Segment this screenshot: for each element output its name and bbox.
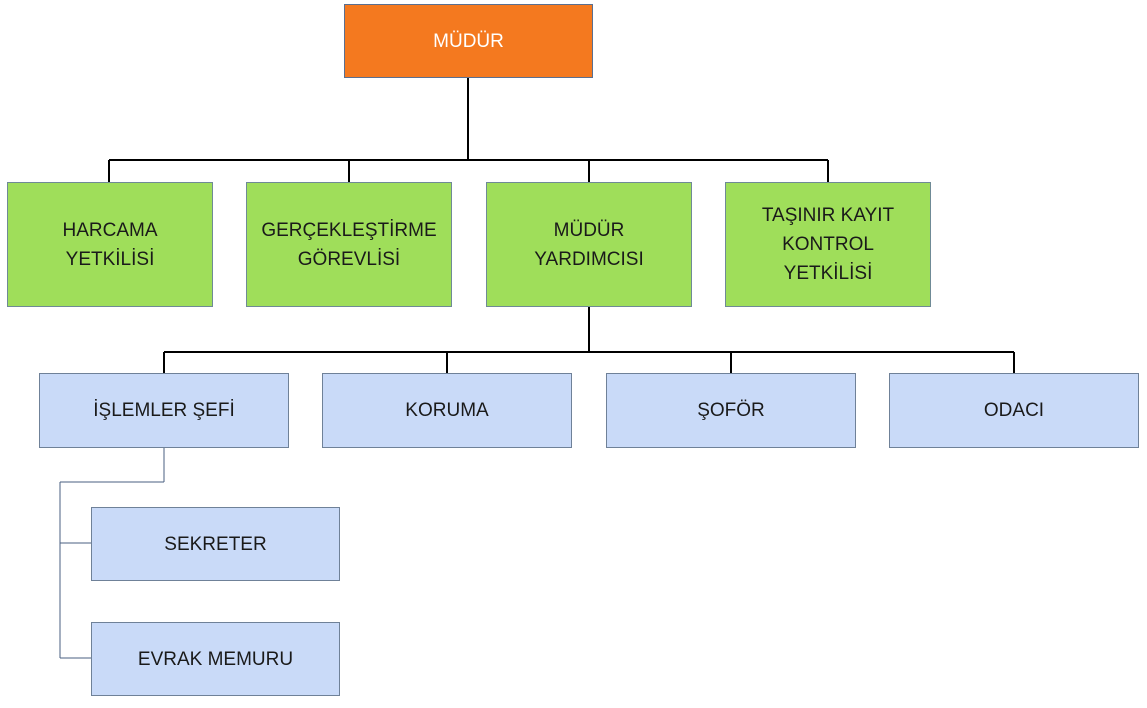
- node-label: ŞOFÖR: [697, 400, 765, 421]
- node-label-line: YETKİLİSİ: [65, 248, 155, 270]
- node-label: EVRAK MEMURU: [137, 648, 294, 670]
- node-islemler-sefi: İŞLEMLER ŞEFİ: [39, 373, 289, 448]
- node-label-line: GÖREVLİSİ: [297, 248, 401, 270]
- node-label: SEKRETER: [164, 533, 267, 555]
- node-label: MÜDÜR: [433, 30, 504, 52]
- node-tasinir-kayit-kontrol-yetkilisi: TAŞINIR KAYIT KONTROL YETKİLİSİ: [725, 182, 931, 307]
- node-mudur: MÜDÜR: [344, 4, 593, 78]
- node-gerceklestirme-gorevlisi: GERÇEKLEŞTİRME GÖREVLİSİ: [246, 182, 452, 307]
- node-label: ODACI: [983, 400, 1045, 421]
- node-label-line: GERÇEKLEŞTİRME: [261, 219, 437, 241]
- node-label-line: MÜDÜR: [553, 219, 625, 241]
- node-label-line: TAŞINIR KAYIT: [761, 205, 895, 226]
- node-label-line: YETKİLİSİ: [783, 263, 873, 284]
- node-odaci: ODACI: [889, 373, 1139, 448]
- node-sekreter: SEKRETER: [91, 507, 340, 581]
- node-label: İŞLEMLER ŞEFİ: [93, 400, 235, 421]
- node-label-line: YARDIMCISI: [534, 248, 644, 270]
- node-label-line: HARCAMA: [62, 219, 158, 241]
- node-evrak-memuru: EVRAK MEMURU: [91, 622, 340, 696]
- node-sofor: ŞOFÖR: [606, 373, 856, 448]
- node-label: KORUMA: [405, 400, 489, 421]
- node-harcama-yetkilisi: HARCAMA YETKİLİSİ: [7, 182, 213, 307]
- node-koruma: KORUMA: [322, 373, 572, 448]
- node-label-line: KONTROL: [782, 234, 874, 255]
- node-mudur-yardimcisi: MÜDÜR YARDIMCISI: [486, 182, 692, 307]
